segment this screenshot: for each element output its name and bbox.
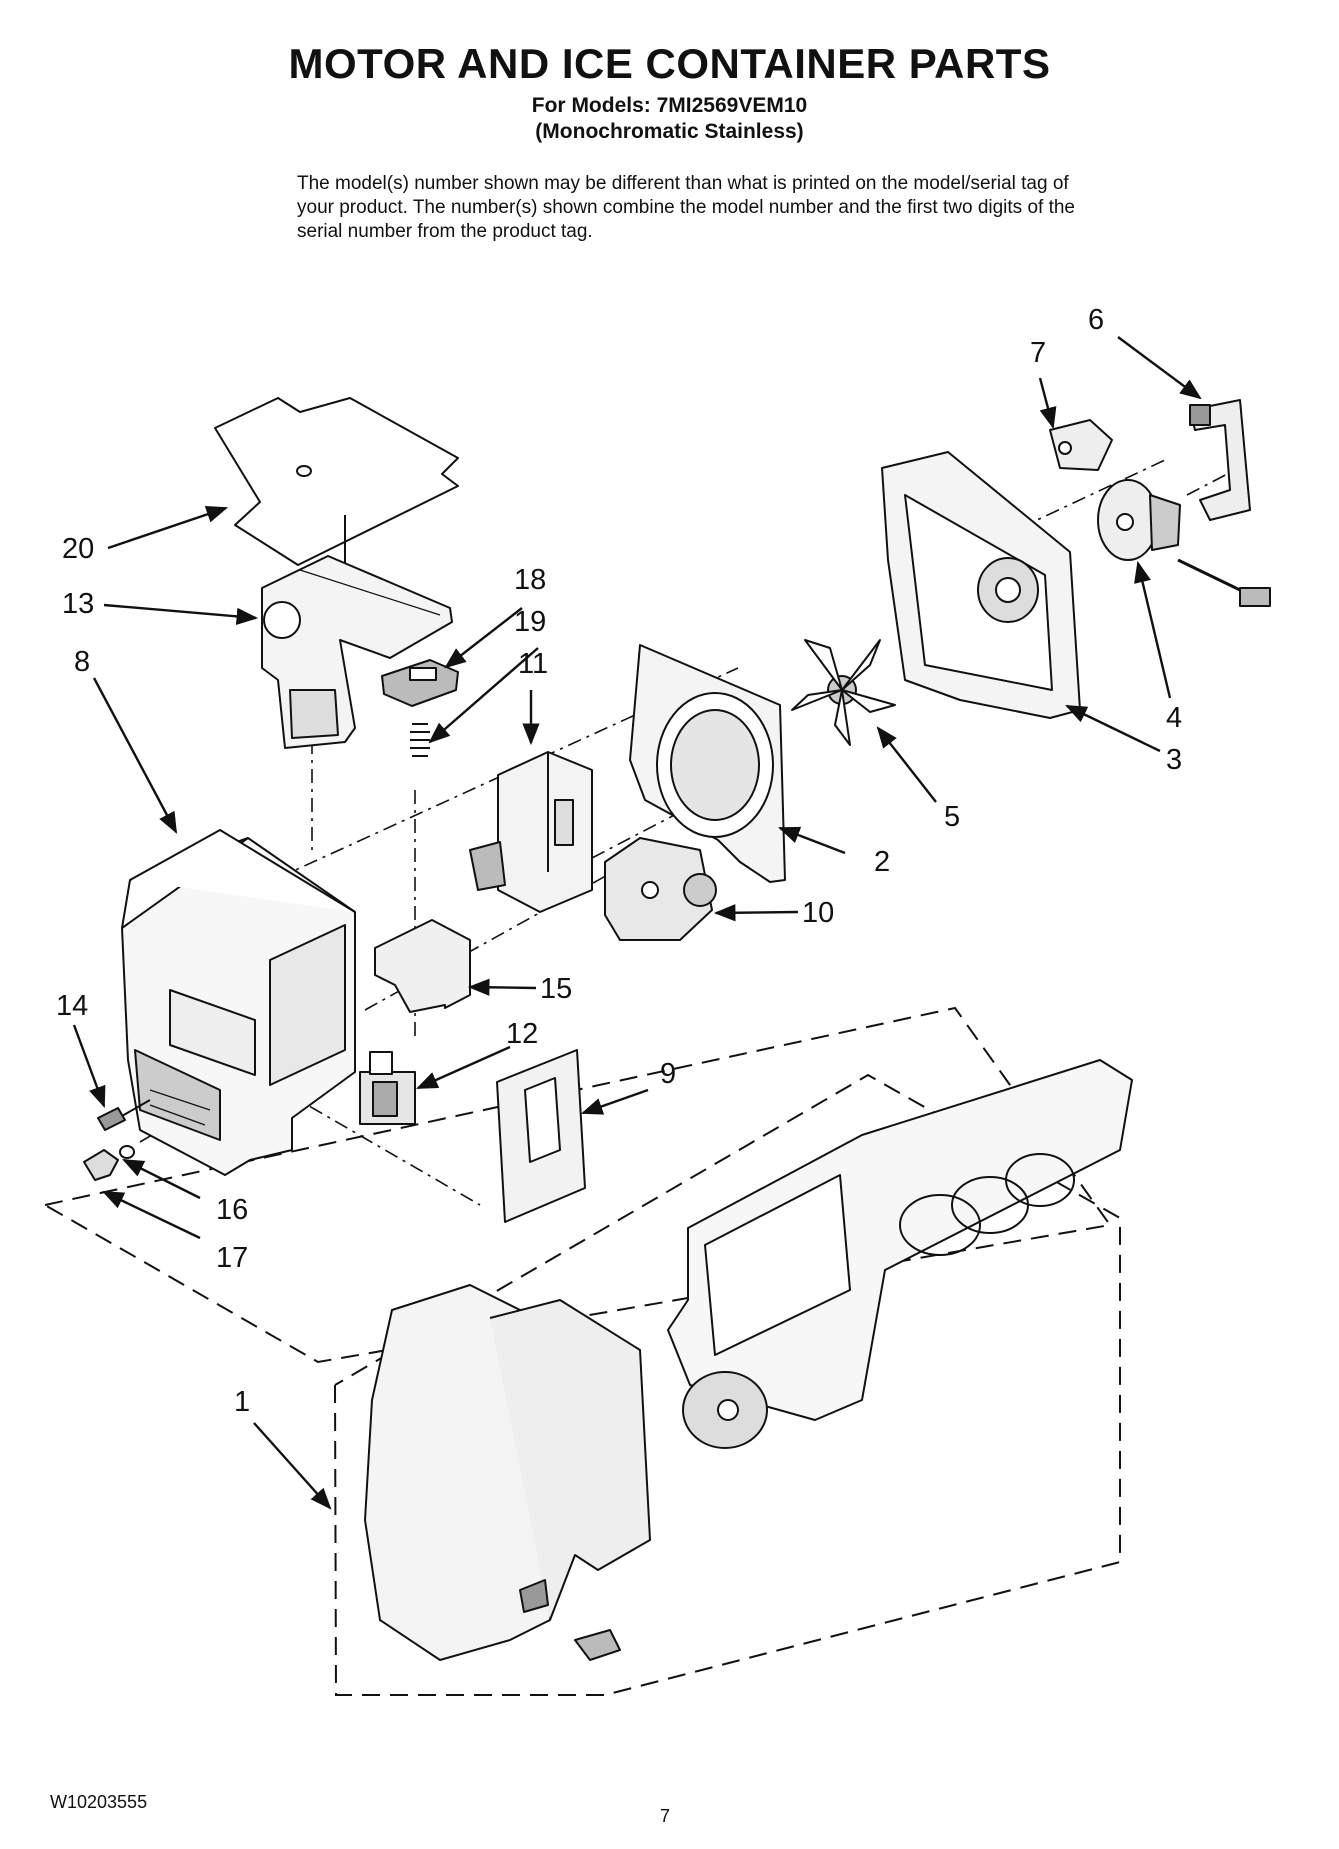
- part-3-fan-housing: [881, 451, 1081, 719]
- part-12-solenoid: [359, 1051, 416, 1125]
- callout-9: 9: [660, 1058, 677, 1090]
- finish-line: (Monochromatic Stainless): [535, 120, 804, 143]
- callout-17: 17: [216, 1242, 249, 1274]
- part-17-clip: [83, 1149, 119, 1181]
- part-9-bezel: [496, 1049, 586, 1223]
- part-15-bracket: [374, 919, 471, 1013]
- part-13-duct: [261, 555, 453, 749]
- part-7-sensor-clip: [1049, 419, 1113, 471]
- callout-6: 6: [1088, 304, 1105, 336]
- callout-19: 19: [514, 606, 547, 638]
- callout-11: 11: [518, 648, 549, 680]
- callout-3: 3: [1166, 744, 1183, 776]
- part-6-motor-bracket: [1189, 399, 1251, 521]
- part-19-spring: [410, 723, 430, 757]
- callout-14: 14: [56, 990, 89, 1022]
- page-number: 7: [660, 1806, 671, 1826]
- callout-12: 12: [506, 1018, 539, 1050]
- callout-13: 13: [62, 588, 95, 620]
- part-2-shroud: [629, 644, 786, 883]
- page-title: MOTOR AND ICE CONTAINER PARTS: [288, 40, 1051, 87]
- part-14-screw: [97, 1099, 151, 1131]
- part-4-fan-motor: [1097, 479, 1271, 607]
- part-11-actuator: [469, 751, 593, 913]
- callout-7: 7: [1030, 337, 1047, 369]
- part-16-washer: [119, 1145, 135, 1159]
- intro-text: The model(s) number shown may be differe…: [297, 173, 1075, 242]
- callout-2: 2: [874, 846, 891, 878]
- parts: [83, 397, 1271, 1661]
- callout-1: 1: [234, 1386, 251, 1418]
- assembly-outlines: [44, 1006, 1121, 1696]
- part-1-front-cover: [364, 1284, 651, 1661]
- callout-20: 20: [62, 533, 95, 565]
- part-5-fan-blade: [791, 639, 896, 746]
- document-code: W10203555: [50, 1792, 148, 1812]
- part-8-housing: [121, 829, 356, 1176]
- callout-8: 8: [74, 646, 91, 678]
- callout-5: 5: [944, 801, 961, 833]
- part-18-flapper: [381, 659, 459, 707]
- callout-18: 18: [514, 564, 547, 596]
- models-line: For Models: 7MI2569VEM10: [531, 94, 808, 117]
- leader-arrows: [72, 336, 1202, 1510]
- callout-15: 15: [540, 973, 573, 1005]
- part-10-motor: [604, 837, 717, 941]
- ice-container-assembly: [667, 1059, 1133, 1449]
- callout-4: 4: [1166, 702, 1183, 734]
- callout-10: 10: [802, 897, 835, 929]
- callout-16: 16: [216, 1194, 249, 1226]
